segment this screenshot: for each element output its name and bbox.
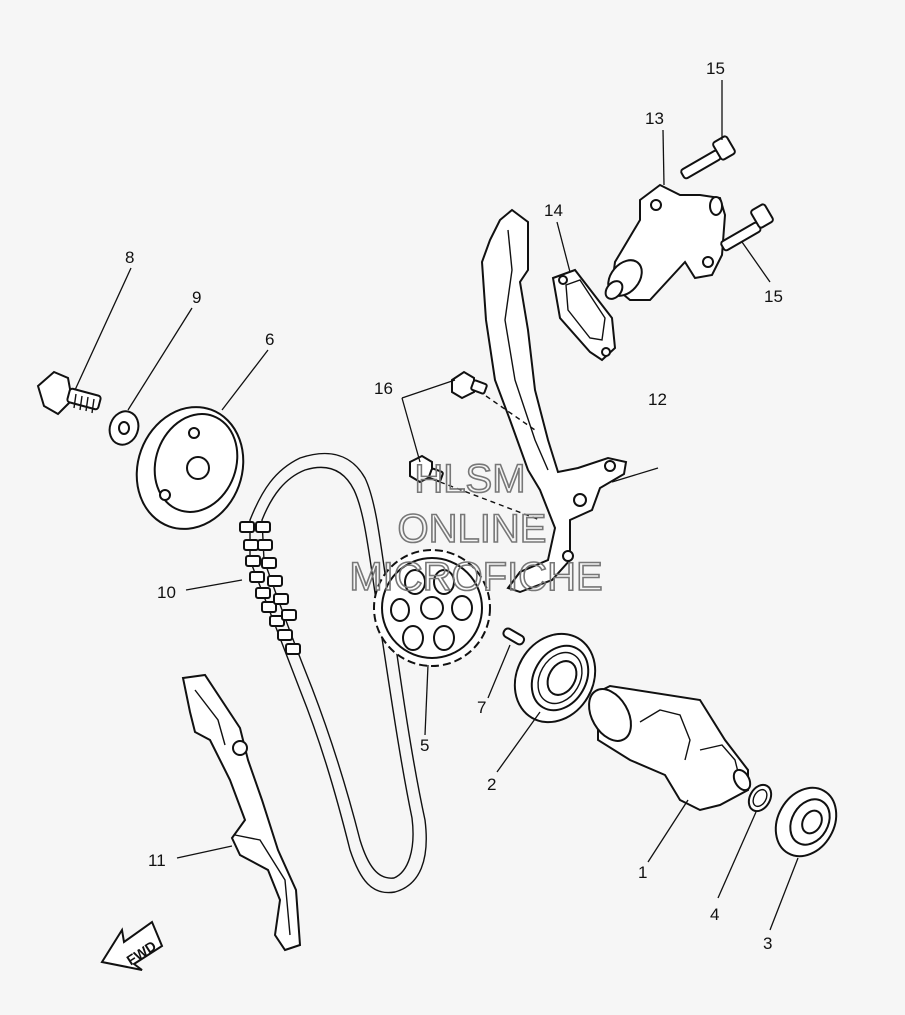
arrow-left-down-icon — [100, 920, 164, 971]
label-13: 13 — [645, 109, 664, 128]
watermark-line-2: ONLINE — [398, 507, 547, 551]
camshaft-bearing-left — [513, 632, 597, 724]
label-10: 10 — [157, 583, 176, 602]
label-12: 12 — [648, 390, 667, 409]
watermark: HLSM ONLINE MICROFICHE — [349, 456, 604, 600]
washer — [108, 410, 140, 446]
label-6: 6 — [265, 330, 274, 349]
watermark-line-3: MICROFICHE — [349, 555, 602, 599]
part-labels: 8 9 6 10 11 5 7 2 1 4 3 12 13 14 15 15 1… — [125, 59, 783, 953]
chain-guide — [181, 673, 302, 952]
label-4: 4 — [710, 905, 719, 924]
camshaft — [588, 684, 752, 812]
tensioner-bolt-lower — [720, 203, 774, 252]
label-16: 16 — [374, 379, 393, 398]
label-15-lower: 15 — [764, 287, 783, 306]
watermark-line-1: HLSM — [414, 457, 525, 501]
chain-tensioner — [604, 183, 727, 301]
label-7: 7 — [477, 698, 486, 717]
tensioner-bolt-upper — [680, 135, 736, 180]
cam-sprocket — [373, 549, 491, 667]
label-2: 2 — [487, 775, 496, 794]
label-11: 11 — [148, 851, 166, 870]
o-ring — [747, 783, 773, 813]
fwd-direction-arrow: FWD — [100, 920, 164, 971]
guide-bolt-upper — [451, 370, 488, 400]
label-3: 3 — [763, 934, 772, 953]
camshaft-bearing-right — [774, 786, 838, 858]
decompressor-plate — [135, 406, 245, 530]
label-8: 8 — [125, 248, 134, 267]
leader-lines — [74, 80, 799, 931]
sprocket-bolt — [36, 370, 102, 416]
label-5: 5 — [420, 736, 429, 755]
label-14: 14 — [544, 201, 563, 220]
label-1: 1 — [638, 863, 647, 882]
tensioner-gasket — [551, 268, 617, 362]
timing-chain — [239, 452, 427, 894]
label-9: 9 — [192, 288, 201, 307]
dowel-pin — [502, 627, 526, 646]
guide-bolt-lower — [409, 454, 444, 484]
label-15-upper: 15 — [706, 59, 725, 78]
tensioner-guide — [480, 208, 628, 594]
